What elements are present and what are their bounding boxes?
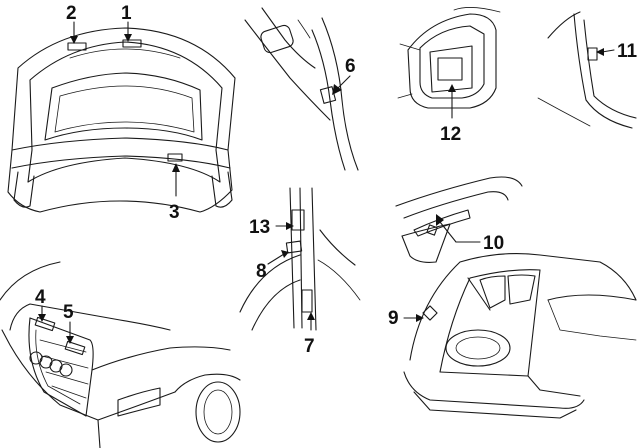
callout-labels: 1 2 3 4 5 6 7 8 9 10 11 12 13 [35,3,638,357]
callout-13: 13 [249,217,270,238]
callout-7: 7 [304,336,315,357]
rear-door-illustration [395,176,523,263]
fuel-door-illustration [397,7,501,109]
callout-1: 1 [121,3,132,24]
callout-3: 3 [169,202,180,223]
callout-12: 12 [440,124,461,145]
callout-10: 10 [483,233,504,254]
door-jamb-illustration [239,187,361,331]
callout-9: 9 [388,308,399,329]
a-pillar-illustration [244,7,359,171]
callout-2: 2 [66,3,77,24]
callout-5: 5 [63,302,74,323]
callout-6: 6 [345,56,356,77]
callout-4: 4 [35,287,46,308]
hood-illustration [7,27,236,213]
b-pillar-illustration [537,11,637,129]
callout-8: 8 [256,261,267,282]
rear-hatch-illustration [403,252,637,419]
front-grille-illustration [0,261,241,448]
callout-11: 11 [617,41,638,62]
leader-lines [38,21,615,344]
